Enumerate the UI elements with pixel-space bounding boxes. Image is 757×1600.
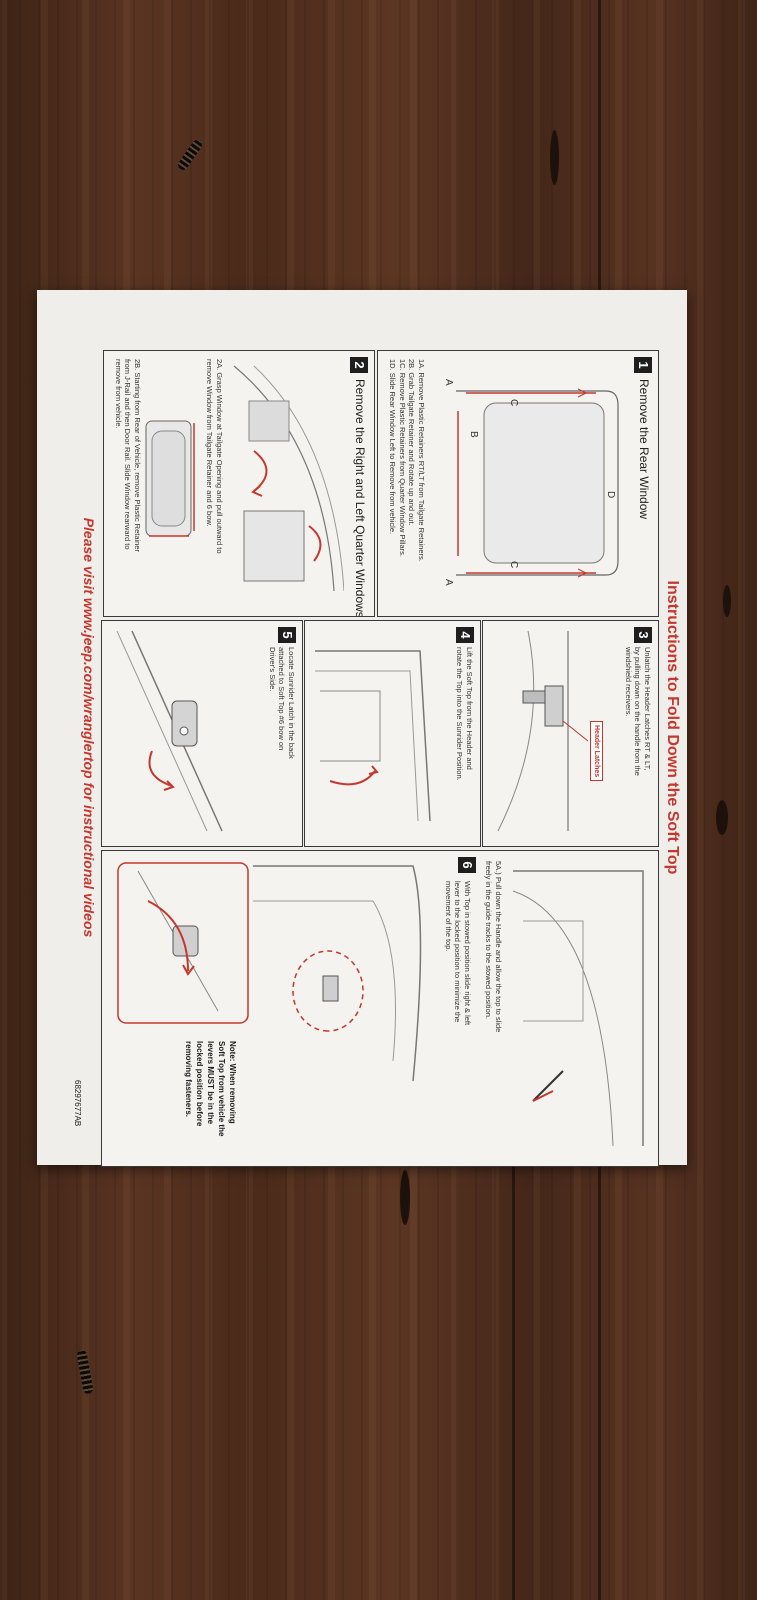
sheet-title: Instructions to Fold Down the Soft Top (664, 580, 681, 875)
step-2-header: 2 Remove the Right and Left Quarter Wind… (348, 357, 368, 617)
step-1-header: 1 Remove the Rear Window (632, 357, 652, 610)
callout-label: D (605, 491, 616, 498)
sunrider-latch-illustration (116, 631, 223, 832)
lever-lock-illustration (253, 865, 422, 1082)
part-number: 68297677AB (73, 1080, 82, 1127)
step-number: 6 (458, 857, 476, 873)
step-title: Remove the Right and Left Quarter Window… (353, 379, 367, 617)
step-line: from J-Rail and then Door Rail. Slide Wi… (123, 359, 133, 550)
step-line: lever to the locked position to minimize… (453, 881, 463, 1023)
step-line: rotate the Top into the Sunrider Positio… (455, 647, 465, 781)
note-line: Soft Top from vehicle the (217, 1041, 226, 1137)
callout-label: A (443, 379, 454, 386)
step-number: 5 (278, 627, 296, 643)
step-number: 3 (634, 627, 652, 643)
step-line: by pulling down on the handle from the (633, 647, 643, 776)
header-latch-illustration (497, 631, 588, 832)
step-line: 1C. Remove Plastic Retainers from Quarte… (398, 359, 407, 557)
step-3-panel: 3 Unlatch the Header Latches RT & LT, by… (482, 620, 659, 847)
step-line: freely in the guide tracks to the stowed… (484, 861, 494, 1020)
callout-label: B (468, 431, 479, 438)
note-line: levers MUST be in the (206, 1041, 215, 1125)
step-line: remove from vehicle. (114, 359, 123, 429)
wood-knot (716, 800, 728, 835)
step-line: Lift the Soft Top from the Header and (465, 647, 474, 770)
callout-label: A (443, 579, 454, 586)
step-line: 2B. Grab Tailgate Retainer and Rotate up… (407, 359, 417, 526)
step-5a-text: 5A.) Pull down the Handle and allow the … (484, 861, 504, 1156)
step-line: 5A.) Pull down the Handle and allow the … (494, 861, 503, 1033)
step-line: 2A. Grasp Window at Tailgate Opening and… (215, 359, 224, 554)
rear-window-illustration: A B C D C A (443, 379, 619, 586)
step-6-panel: 5A.) Pull down the Handle and allow the … (101, 850, 659, 1167)
step-number: 2 (350, 357, 368, 373)
step-4-text: Lift the Soft Top from the Header and ro… (455, 647, 475, 842)
step-2-panel: 2 Remove the Right and Left Quarter Wind… (103, 350, 375, 617)
note-line: locked position before (195, 1041, 204, 1127)
step-1-text: 1A. Remove Plastic Retainers RT/LT from … (388, 359, 427, 609)
table-seam (512, 1150, 515, 1600)
stowed-top-illustration (512, 870, 644, 1147)
step-line: 1A. Remove Plastic Retainers RT/LT from … (417, 359, 426, 562)
step-3-text: Unlatch the Header Latches RT & LT, by p… (624, 647, 652, 842)
note-line: removing fasteners. (184, 1041, 193, 1118)
step-number: 1 (634, 357, 652, 373)
step-line: windshield receivers. (624, 647, 633, 717)
callout-label: C (508, 561, 519, 568)
step-line: With Top in stowed position slide right … (463, 881, 472, 1026)
step-line: 1D. Slide Rear Window Left to Remove fro… (388, 359, 398, 535)
footer-link-text: Please visit www.jeep.com/wranglertop fo… (81, 517, 97, 938)
step-2b-text: 2B. Starting from Rear of Vehicle, remov… (114, 359, 142, 609)
wood-knot (550, 130, 559, 185)
step-line: Unlatch the Header Latches RT & LT, (643, 647, 652, 771)
lever-detail-illustration (117, 862, 249, 1024)
step-number: 4 (456, 627, 474, 643)
note-line: Note: When removing (228, 1041, 237, 1124)
step-line: Locate Sunrider Latch in the back (287, 647, 296, 759)
step-line: 2B. Starting from Rear of Vehicle, remov… (133, 359, 142, 553)
step-line: movement of the top. (444, 881, 453, 952)
wood-knot (400, 1170, 410, 1225)
step-5-text: Locate Sunrider Latch in the back attach… (268, 647, 296, 842)
step-4-panel: 4 Lift the Soft Top from the Header and … (304, 620, 481, 847)
header-latches-label: Header Latches (590, 721, 603, 782)
step-1-panel: 1 Remove the Rear Window A B C D C A 1A.… (377, 350, 659, 617)
step-title: Remove the Rear Window (637, 379, 651, 520)
step-2a-text: 2A. Grasp Window at Tailgate Opening and… (205, 359, 225, 609)
quarter-window-illustration (145, 420, 195, 537)
sheet-content: Instructions to Fold Down the Soft Top 1… (37, 290, 687, 1167)
step-line: remove Window from Tailgate Retainer and… (205, 359, 215, 527)
wood-knot (723, 585, 731, 617)
instruction-sheet: Instructions to Fold Down the Soft Top 1… (37, 290, 687, 1167)
tailgate-window-illustration (233, 365, 344, 592)
step-5-panel: 5 Locate Sunrider Latch in the back atta… (101, 620, 303, 847)
step-6-text: With Top in stowed position slide right … (444, 881, 472, 1091)
step-line: attached to Soft Top #6 bow on (277, 647, 287, 751)
safety-note: Note: When removing Soft Top from vehicl… (183, 1041, 238, 1161)
step-line: Driver's Side. (268, 647, 277, 692)
sunrider-rotation-illustration (315, 650, 431, 822)
callout-label: C (508, 399, 519, 406)
